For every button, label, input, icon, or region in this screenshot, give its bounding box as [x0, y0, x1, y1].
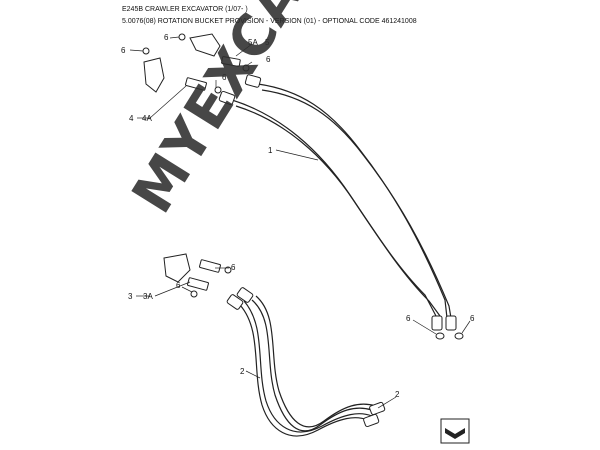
callout-6: 6	[222, 73, 227, 82]
hose-end-fitting	[363, 413, 380, 428]
callout-4: 4	[129, 114, 134, 123]
hose-end-fitting	[244, 74, 262, 88]
callout-2: 2	[240, 367, 245, 376]
bracket-4a[interactable]	[143, 57, 165, 93]
o-rings[interactable]	[142, 33, 464, 340]
callout-3: 3	[128, 292, 133, 301]
callout-5a: 5A	[248, 38, 258, 47]
callout-6: 6	[231, 263, 236, 272]
hose-end-fitting	[236, 287, 254, 303]
callout-6: 6	[164, 33, 169, 42]
leader-lines	[129, 36, 471, 409]
callout-6: 6	[266, 55, 271, 64]
callout-5: 5	[265, 38, 270, 47]
hose-end-fitting	[445, 315, 457, 331]
callout-6: 6	[406, 314, 411, 323]
hose-end-fitting	[369, 401, 386, 416]
bracket-3a[interactable]	[163, 253, 191, 283]
hose-assembly-1[interactable]	[218, 74, 457, 331]
header-subtitle: 5.0076(08) ROTATION BUCKET PROVISION - V…	[122, 18, 417, 25]
callout-4a: 4A	[142, 114, 152, 123]
callout-1: 1	[268, 146, 273, 155]
callout-6: 6	[176, 281, 181, 290]
hose-end-fitting	[226, 294, 244, 310]
hose-assembly-2[interactable]	[226, 287, 386, 437]
callout-6: 6	[121, 46, 126, 55]
callout-labels: 6 6 5A 5 6 6 4 4A 1 3 3A 6 6 2 2 6 6	[121, 33, 475, 399]
page-navigation-icon[interactable]	[440, 418, 470, 444]
header: E245B CRAWLER EXCAVATOR (1/07- ) 5.0076(…	[122, 4, 417, 28]
callout-3a: 3A	[143, 292, 153, 301]
adapter-fittings[interactable]	[185, 56, 241, 291]
header-title: E245B CRAWLER EXCAVATOR (1/07- )	[122, 6, 248, 13]
hose-end-fitting	[431, 315, 443, 331]
callout-2: 2	[395, 390, 400, 399]
bracket-5a[interactable]	[189, 33, 221, 57]
callout-6: 6	[470, 314, 475, 323]
hose-end-fitting	[218, 90, 236, 106]
